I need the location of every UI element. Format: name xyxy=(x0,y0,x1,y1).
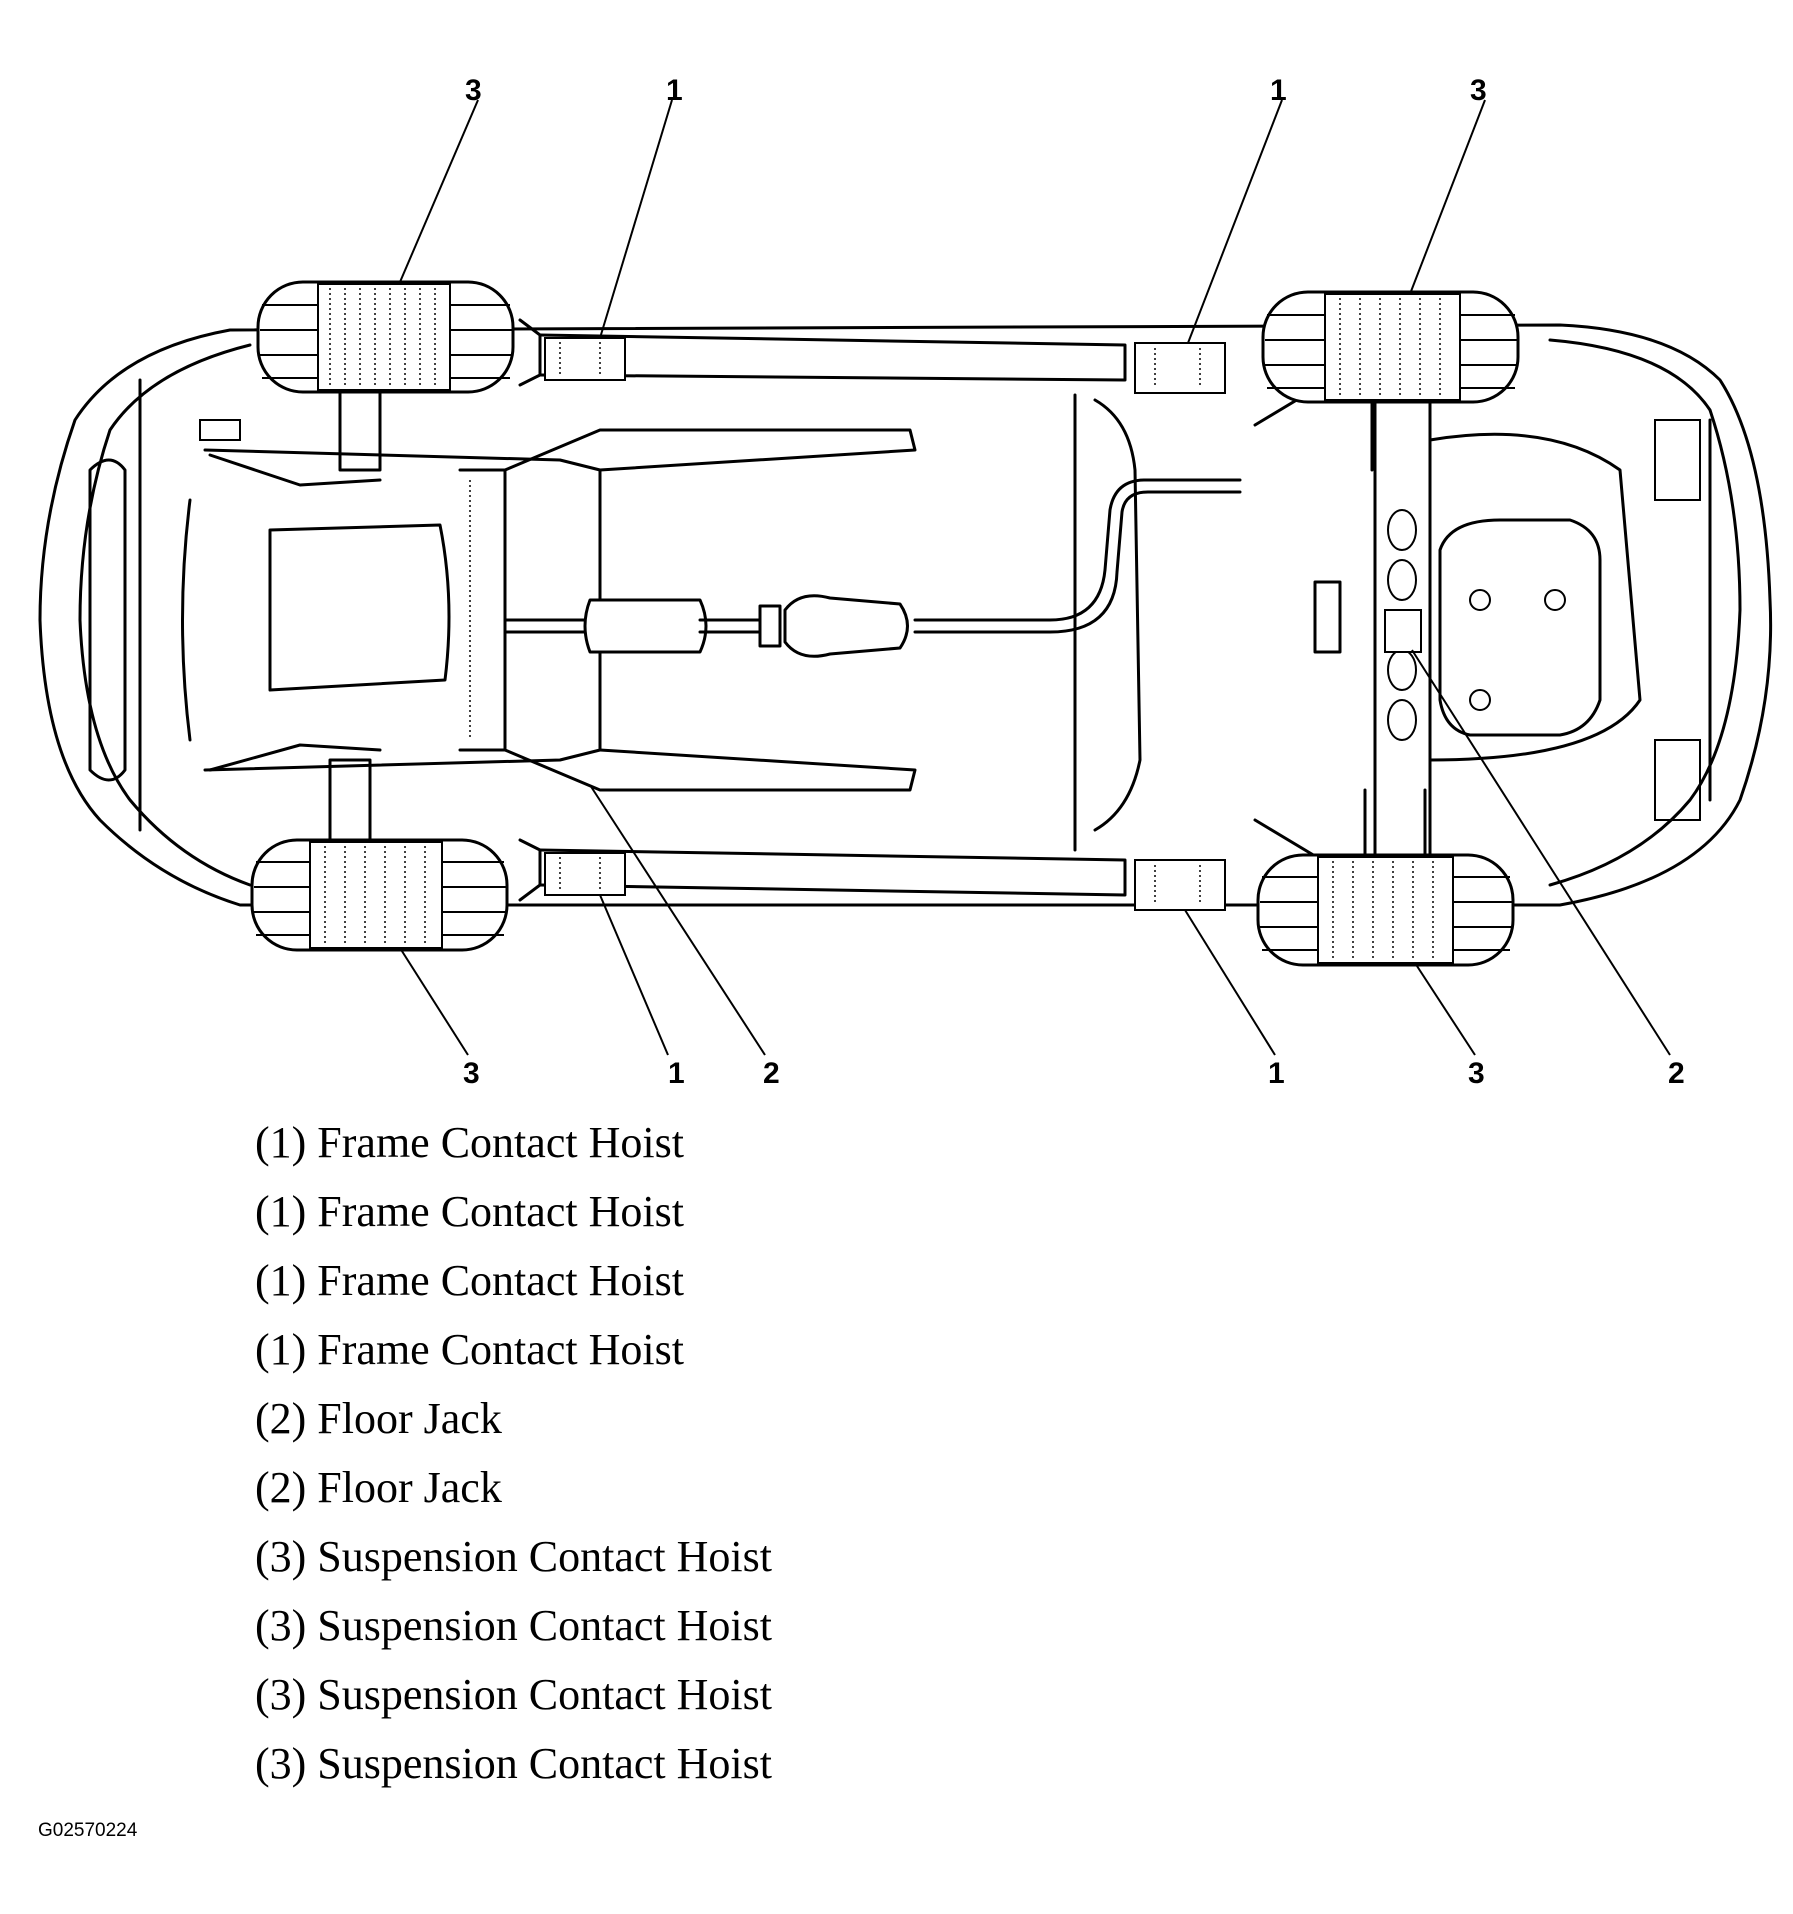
vehicle-underbody-diagram: 3 1 1 3 3 1 2 1 3 2 xyxy=(38,74,1773,1090)
legend-item: (3) Suspension Contact Hoist xyxy=(255,1670,772,1719)
legend-item: (2) Floor Jack xyxy=(255,1394,502,1443)
legend-item: (1) Frame Contact Hoist xyxy=(255,1256,684,1305)
callout-suspension-front-bottom: 3 xyxy=(463,1057,480,1090)
frame-contact-pad-rear-top xyxy=(1134,342,1226,394)
frame-contact-pad-front-bottom xyxy=(544,852,626,896)
callout-frame-front-top: 1 xyxy=(666,74,683,107)
legend-item: (1) Frame Contact Hoist xyxy=(255,1187,684,1236)
callout-jack-rear-bottom: 2 xyxy=(1668,1057,1685,1090)
wheel-front-bottom xyxy=(250,838,509,952)
leader-lines xyxy=(399,99,1671,1056)
legend-item: (3) Suspension Contact Hoist xyxy=(255,1739,772,1788)
legend-item: (2) Floor Jack xyxy=(255,1463,502,1512)
frame-contact-pad-front-top xyxy=(544,337,626,381)
callout-suspension-rear-bottom: 3 xyxy=(1468,1057,1485,1090)
legend-item: (3) Suspension Contact Hoist xyxy=(255,1601,772,1650)
exhaust-system xyxy=(503,478,1242,658)
callout-frame-rear-top: 1 xyxy=(1270,74,1287,107)
front-subframe xyxy=(181,419,917,792)
wheel-front-top xyxy=(256,280,515,394)
legend-item: (1) Frame Contact Hoist xyxy=(255,1325,684,1374)
callout-frame-front-bottom: 1 xyxy=(668,1057,685,1090)
wheels xyxy=(250,280,1520,967)
callout-suspension-rear-top: 3 xyxy=(1470,74,1487,107)
legend-list: (1) Frame Contact Hoist (1) Frame Contac… xyxy=(255,1108,772,1798)
wheel-rear-top xyxy=(1261,290,1520,404)
figure-id: G02570224 xyxy=(38,1820,138,1841)
legend-item: (1) Frame Contact Hoist xyxy=(255,1118,684,1167)
frame-rails xyxy=(518,318,1226,911)
rear-suspension xyxy=(1073,378,1642,882)
callout-frame-rear-bottom: 1 xyxy=(1268,1057,1285,1090)
callout-jack-front-bottom: 2 xyxy=(763,1057,780,1090)
wheel-rear-bottom xyxy=(1256,853,1515,967)
frame-contact-pad-rear-bottom xyxy=(1134,859,1226,911)
callout-numbers: 3 1 1 3 3 1 2 1 3 2 xyxy=(463,74,1685,1090)
callout-suspension-front-top: 3 xyxy=(465,74,482,107)
vehicle-body-outline xyxy=(38,323,1773,907)
legend-item: (3) Suspension Contact Hoist xyxy=(255,1532,772,1581)
